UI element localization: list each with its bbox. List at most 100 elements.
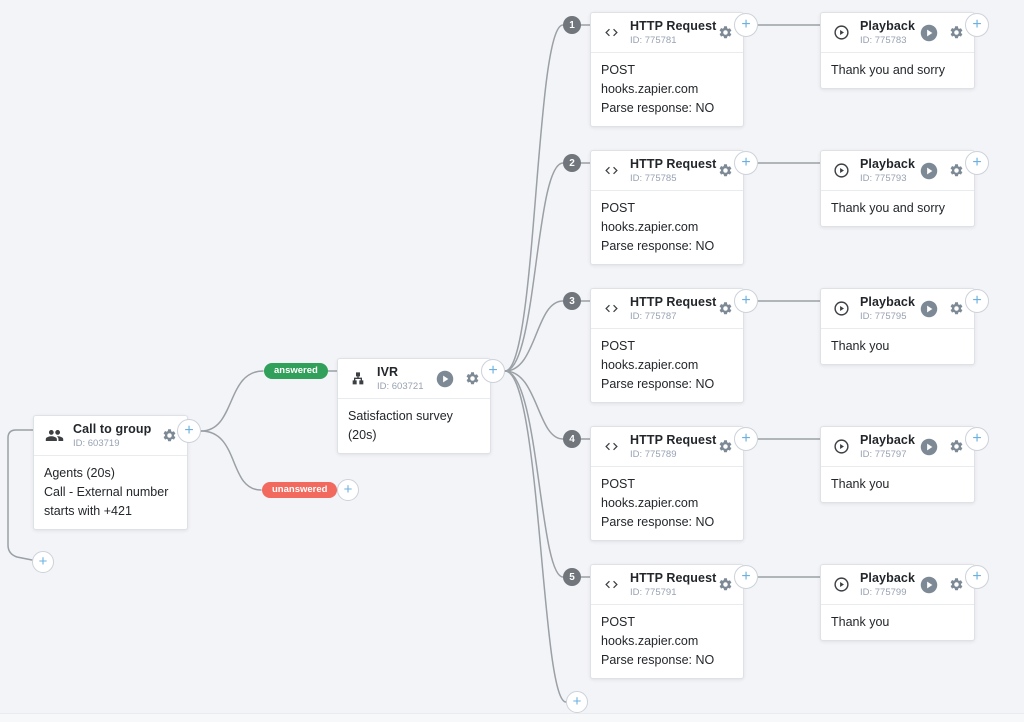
play-button[interactable] [920,162,938,180]
branch-number-badge: 5 [563,568,581,586]
node-header: Playback ID: 775793 [821,151,974,190]
node-call-to-group[interactable]: Call to group ID: 603719 Agents (20s) Ca… [33,415,188,530]
play-button[interactable] [436,370,454,388]
node-header: HTTP Request ID: 775781 [591,13,743,52]
body-line: Thank you [831,339,890,353]
node-header: Playback ID: 775783 [821,13,974,52]
add-node-button[interactable]: + [32,551,54,573]
node-id: ID: 775783 [860,35,907,46]
node-playback[interactable]: Playback ID: 775799 Thank you [820,564,975,641]
node-title: Playback [860,295,916,309]
play-circle-icon [831,162,851,179]
sitemap-icon [348,371,368,387]
people-icon [44,426,64,445]
play-button[interactable] [920,438,938,456]
node-body: POST hooks.zapier.com Parse response: NO [591,52,743,126]
body-line: Parse response: NO [601,377,715,391]
node-playback[interactable]: Playback ID: 775795 Thank you [820,288,975,365]
gear-icon[interactable] [718,163,733,178]
add-branch-button[interactable]: + [734,565,758,589]
gear-icon[interactable] [465,371,480,386]
plus-icon: + [184,421,194,439]
code-icon [601,25,621,40]
node-http-request[interactable]: HTTP Request ID: 775785 POST hooks.zapie… [590,150,744,265]
gear-icon[interactable] [718,439,733,454]
add-branch-button[interactable]: + [481,359,505,383]
play-circle-icon [831,24,851,41]
gear-icon[interactable] [949,163,964,178]
gear-icon[interactable] [718,301,733,316]
node-http-request[interactable]: HTTP Request ID: 775789 POST hooks.zapie… [590,426,744,541]
plus-icon: + [488,361,498,379]
body-line: Parse response: NO [601,101,715,115]
node-http-request[interactable]: HTTP Request ID: 775787 POST hooks.zapie… [590,288,744,403]
node-playback[interactable]: Playback ID: 775793 Thank you and sorry [820,150,975,227]
node-id: ID: 775785 [630,173,677,184]
body-line: Thank you [831,477,890,491]
body-line: Parse response: NO [601,239,715,253]
node-http-request[interactable]: HTTP Request ID: 775791 POST hooks.zapie… [590,564,744,679]
add-branch-button[interactable]: + [965,151,989,175]
add-branch-button[interactable]: + [734,289,758,313]
node-title: Playback [860,19,916,33]
node-id: ID: 775797 [860,449,907,460]
gear-icon[interactable] [949,439,964,454]
add-branch-button[interactable]: + [965,565,989,589]
node-title: HTTP Request [630,19,717,33]
gear-icon[interactable] [718,25,733,40]
add-branch-button[interactable]: + [177,419,201,443]
gear-icon[interactable] [162,428,177,443]
plus-icon: + [972,15,982,33]
body-line: Parse response: NO [601,653,715,667]
add-branch-button[interactable]: + [734,13,758,37]
canvas-bottom-edge [0,713,1024,722]
node-playback[interactable]: Playback ID: 775797 Thank you [820,426,975,503]
add-branch-button[interactable]: + [965,289,989,313]
play-button[interactable] [920,24,938,42]
gear-icon[interactable] [949,25,964,40]
node-body: POST hooks.zapier.com Parse response: NO [591,190,743,264]
node-header: HTTP Request ID: 775785 [591,151,743,190]
body-line: Thank you and sorry [831,201,945,215]
body-line: POST hooks.zapier.com [601,339,699,372]
plus-icon: + [343,481,353,498]
plus-icon: + [972,153,982,171]
plus-icon: + [972,429,982,447]
node-body: Thank you [821,328,974,364]
add-branch-button[interactable]: + [965,427,989,451]
gear-icon[interactable] [718,577,733,592]
add-branch-button[interactable]: + [734,151,758,175]
node-header: Playback ID: 775799 [821,565,974,604]
node-title: HTTP Request [630,571,717,585]
plus-icon: + [972,291,982,309]
node-body: POST hooks.zapier.com Parse response: NO [591,328,743,402]
plus-icon: + [741,567,751,585]
add-branch-button[interactable]: + [734,427,758,451]
node-body: Thank you and sorry [821,190,974,226]
branch-number-badge: 1 [563,16,581,34]
add-node-button[interactable]: + [337,479,359,501]
node-title: Playback [860,157,916,171]
node-ivr[interactable]: IVR ID: 603721 Satisfaction survey (20s) [337,358,491,454]
gear-icon[interactable] [949,577,964,592]
plus-icon: + [972,567,982,585]
node-title: IVR [377,365,399,379]
gear-icon[interactable] [949,301,964,316]
add-node-button[interactable]: + [566,691,588,713]
branch-number-badge: 2 [563,154,581,172]
node-playback[interactable]: Playback ID: 775783 Thank you and sorry [820,12,975,89]
node-id: ID: 775787 [630,311,677,322]
add-branch-button[interactable]: + [965,13,989,37]
node-header: IVR ID: 603721 [338,359,490,398]
branch-number-badge: 3 [563,292,581,310]
branch-label-unanswered: unanswered [262,482,338,498]
play-button[interactable] [920,576,938,594]
node-header: Call to group ID: 603719 [34,416,187,455]
play-button[interactable] [920,300,938,318]
node-http-request[interactable]: HTTP Request ID: 775781 POST hooks.zapie… [590,12,744,127]
code-icon [601,301,621,316]
code-icon [601,577,621,592]
node-body: Thank you [821,466,974,502]
body-line: POST hooks.zapier.com [601,477,699,510]
node-title: Playback [860,571,916,585]
